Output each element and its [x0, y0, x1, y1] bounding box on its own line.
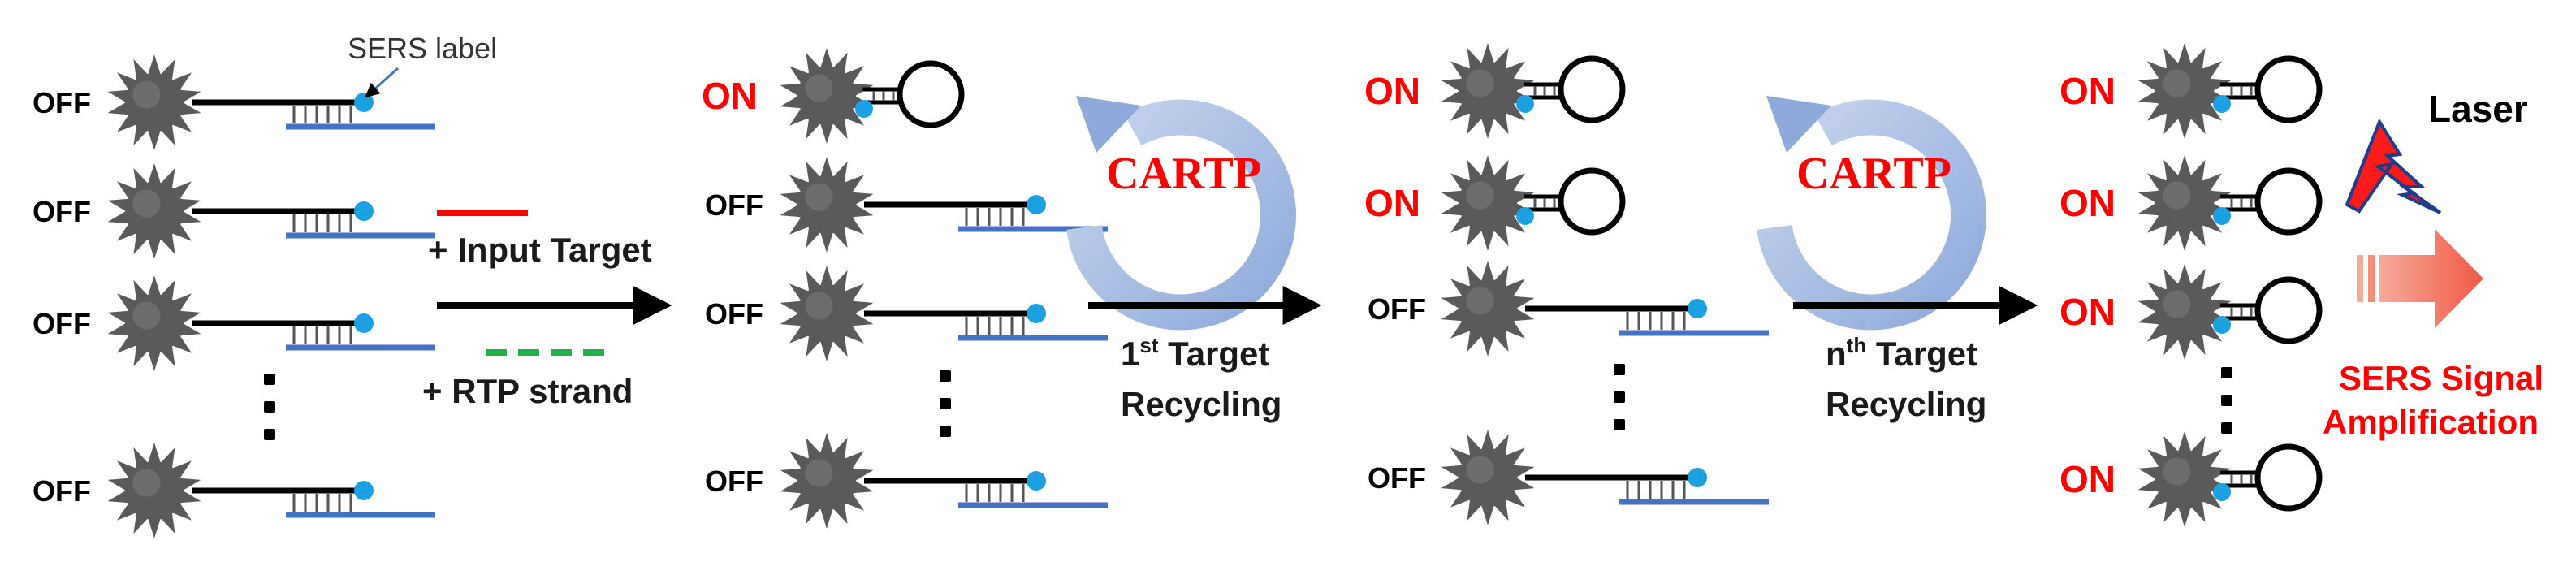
- cycle-arrow-icon-two: [1757, 96, 1986, 331]
- state-off-label: OFF: [705, 188, 763, 222]
- sers-dot: [1516, 95, 1534, 113]
- signal-arrow-icon: [2357, 229, 2483, 328]
- nanoparticle-icon: [107, 443, 201, 538]
- probe-on: ON: [2060, 431, 2323, 527]
- hairpin-loop-icon: [1524, 167, 1626, 236]
- hairpin-loop-icon: [2220, 55, 2323, 123]
- state-off-label: OFF: [32, 195, 91, 228]
- amplification-label: Amplification: [2323, 403, 2539, 441]
- nanoparticle-icon: [1441, 430, 1535, 525]
- laser-bolt-icon: [2345, 118, 2442, 214]
- ellipsis-dots: [2221, 367, 2232, 434]
- sers-dot: [1516, 207, 1534, 225]
- probe-off: OFF: [705, 433, 1108, 529]
- state-on-label: ON: [702, 75, 758, 117]
- sers-dot: [1688, 299, 1707, 318]
- probe-off: OFF: [1368, 261, 1769, 357]
- sers-dot: [2213, 483, 2231, 501]
- cycle-arrow-icon-one: [1066, 96, 1296, 331]
- state-on-label: ON: [2060, 291, 2116, 333]
- input-target-caption: + Input Target: [428, 231, 652, 269]
- sers-dot: [354, 201, 374, 221]
- hairpin-loop-icon: [2220, 443, 2323, 512]
- sers-dot: [354, 481, 374, 500]
- probe-on: ON: [2060, 43, 2323, 139]
- ellipsis-dots: [940, 370, 951, 437]
- state-on-label: ON: [2060, 458, 2116, 500]
- nanoparticle-icon: [2137, 431, 2232, 527]
- hairpin-loop-icon: [2220, 167, 2323, 236]
- rtp-strand-caption: + RTP strand: [422, 372, 633, 410]
- state-off-label: OFF: [32, 307, 91, 340]
- probe-on: ON: [2060, 155, 2323, 251]
- state-on-label: ON: [2060, 182, 2116, 224]
- state-off-label: OFF: [705, 297, 763, 331]
- probe-off: OFF: [705, 157, 1108, 253]
- sers-dot: [354, 313, 374, 333]
- probe-off: OFF: [705, 266, 1108, 361]
- probe-on: ON: [2060, 264, 2323, 360]
- state-off-label: OFF: [32, 474, 91, 508]
- nanoparticle-icon: [2137, 264, 2232, 360]
- first-recycling-caption: Recycling: [1121, 385, 1282, 423]
- probe-on: ON: [1364, 43, 1626, 139]
- stage-initial-off: OFF OFF OFF OFF: [32, 54, 435, 538]
- stage-final-on: ON ON ON ON: [2060, 43, 2323, 527]
- state-on-label: ON: [1364, 182, 1420, 224]
- probe-off: OFF: [32, 443, 435, 538]
- first-target-caption: 1st Target: [1121, 333, 1269, 373]
- probe-on: ON: [1364, 155, 1626, 251]
- stage-intermediate: ON ON OFF OFF: [1364, 43, 1769, 525]
- state-off-label: OFF: [705, 465, 763, 498]
- nanoparticle-icon: [780, 433, 874, 529]
- nanoparticle-icon: [107, 275, 201, 371]
- laser-label: Laser: [2428, 88, 2528, 130]
- ellipsis-dots: [1614, 364, 1625, 430]
- nanoparticle-icon: [1441, 261, 1535, 357]
- hairpin-loop-icon: [2220, 276, 2323, 344]
- probe-off: OFF: [32, 275, 435, 371]
- sers-dot: [2213, 316, 2231, 334]
- sers-dot: [2213, 207, 2231, 225]
- nanoparticle-icon: [1441, 155, 1535, 251]
- cartp-label-two: CARTP: [1796, 149, 1951, 199]
- nanoparticle-icon: [780, 266, 874, 361]
- cartp-label-one: CARTP: [1106, 149, 1261, 199]
- sers-dot: [1027, 195, 1046, 214]
- probe-off: OFF: [32, 54, 435, 150]
- ellipsis-dots: [264, 374, 275, 440]
- nanoparticle-icon: [107, 54, 201, 150]
- nanoparticle-icon: [2137, 43, 2232, 139]
- nanoparticle-icon: [1441, 43, 1535, 139]
- sers-label-annotation: SERS label: [348, 32, 497, 65]
- state-on-label: ON: [1364, 70, 1420, 112]
- nanoparticle-icon: [2137, 155, 2232, 251]
- hairpin-loop-icon: [862, 60, 965, 128]
- sers-dot: [855, 100, 873, 118]
- sers-dot: [2213, 95, 2231, 113]
- sers-label-pointer: [365, 67, 400, 98]
- sers-dot: [1027, 304, 1046, 323]
- sers-dot: [1688, 468, 1707, 487]
- stage-first-recycling: ON OFF OFF OFF: [702, 48, 1108, 529]
- sers-dot: [354, 93, 374, 112]
- nanoparticle-icon: [780, 157, 874, 253]
- probe-off: OFF: [32, 163, 435, 259]
- state-off-label: OFF: [1368, 461, 1426, 495]
- state-off-label: OFF: [32, 86, 91, 119]
- state-off-label: OFF: [1368, 292, 1426, 326]
- state-on-label: ON: [2060, 70, 2116, 112]
- nth-recycling-caption: Recycling: [1826, 385, 1986, 423]
- nanoparticle-icon: [780, 48, 874, 144]
- nth-target-caption: nth Target: [1826, 333, 1977, 373]
- nanoparticle-icon: [107, 163, 201, 259]
- hairpin-loop-icon: [1524, 55, 1626, 123]
- probe-off: OFF: [1368, 430, 1769, 525]
- sers-dot: [1027, 471, 1046, 491]
- probe-on: ON: [702, 48, 965, 144]
- sers-signal-label: SERS Signal: [2339, 359, 2544, 397]
